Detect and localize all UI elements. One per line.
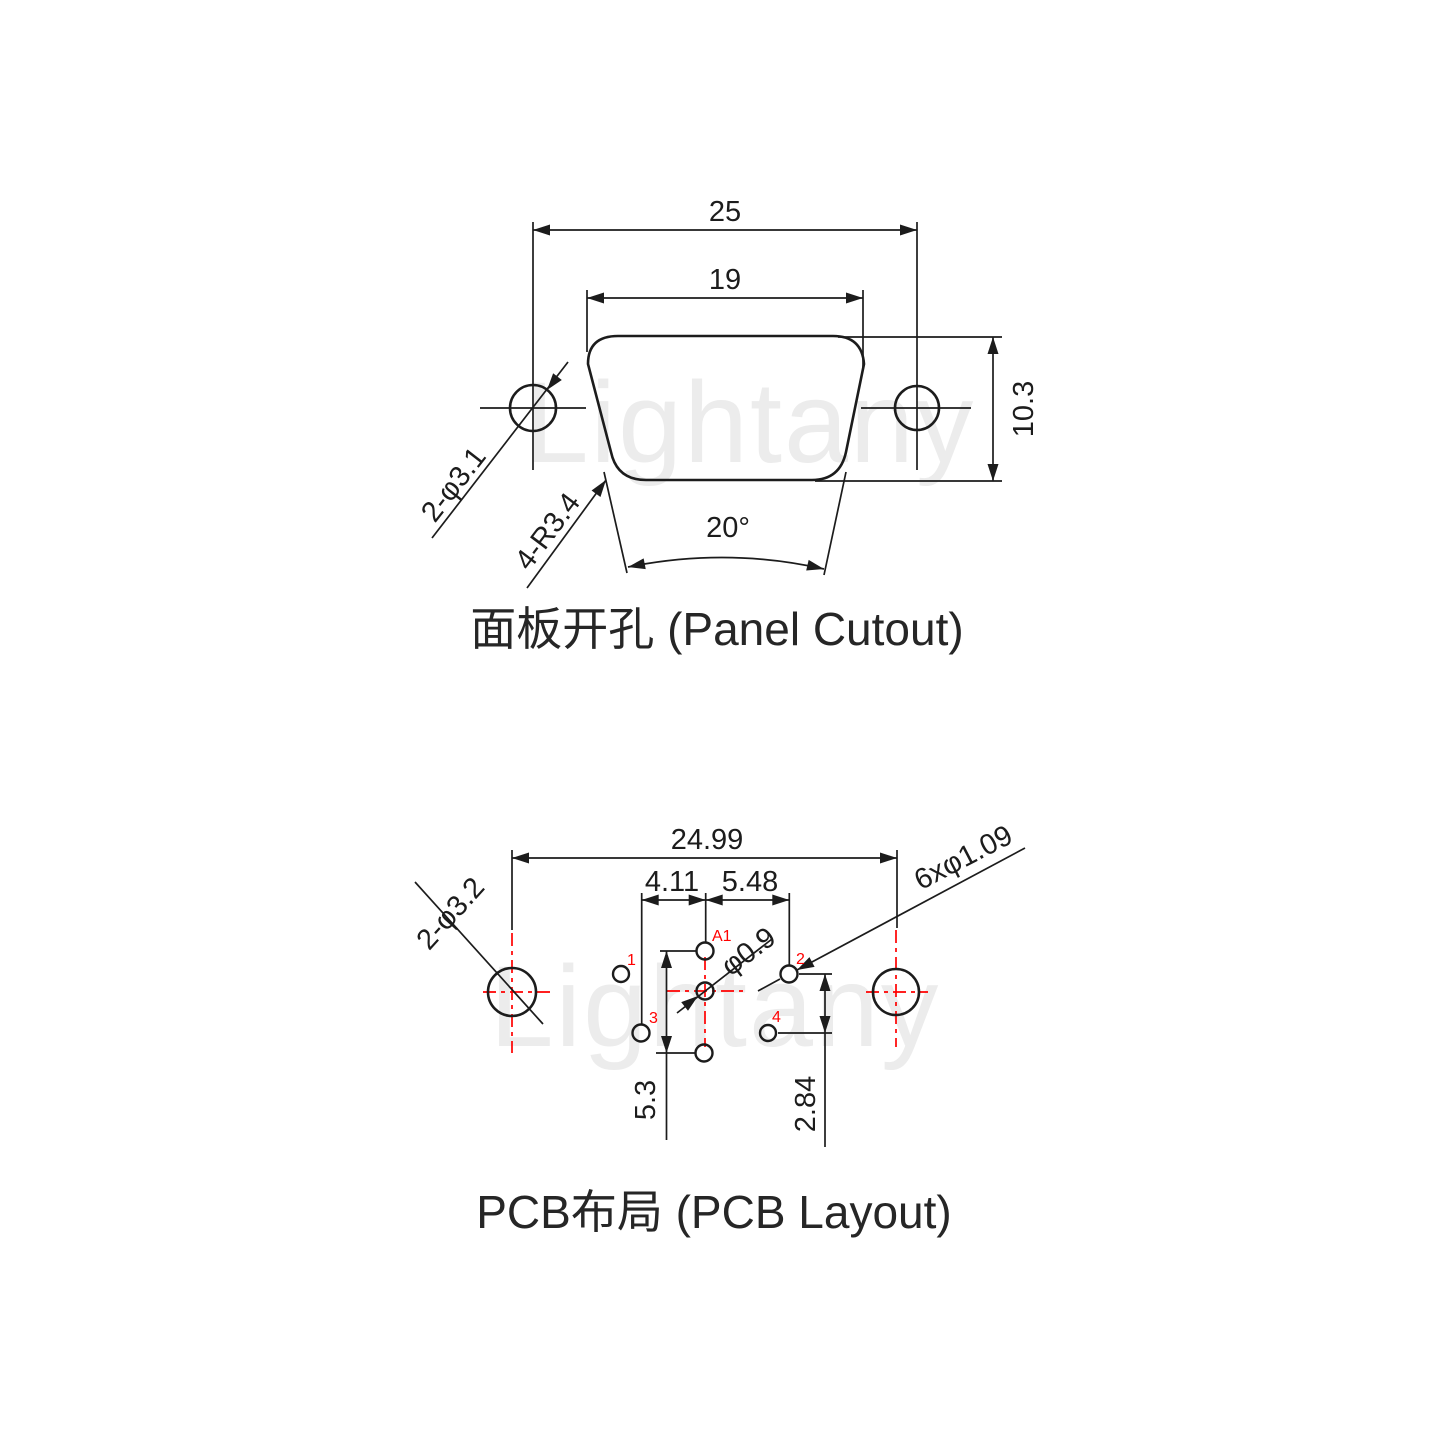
panel-cutout-caption: 面板开孔 (Panel Cutout) [470,603,963,655]
watermark-bottom: Lightany [490,943,941,1071]
pin-4-label: 4 [772,1009,781,1026]
arrowhead [819,974,831,991]
arrowhead [705,894,723,906]
pin-center [695,981,715,1001]
leader-line [431,361,569,539]
arrowhead [641,894,659,906]
pin-bottom [694,1043,714,1063]
mount-holes-label: 2-φ3.1 [415,441,492,528]
arrowhead [688,894,706,906]
arrowhead [819,1016,831,1033]
dim-19-label: 19 [709,264,741,296]
pin-2 [779,964,799,984]
dim-10-3-label: 10.3 [1008,381,1040,437]
angle-20-label: 20° [706,512,750,544]
arrowhead [628,558,646,570]
panel-cutout-drawing: Lightany 25 19 10.3 2-φ3.1 [415,196,1040,655]
pin-2-label: 2 [796,951,805,968]
arrowhead [681,996,698,1011]
leader-line [526,479,607,589]
corner-radius-label: 4-R3.4 [509,487,587,576]
dim-5-48-label: 5.48 [722,866,778,898]
pcb-layout-drawing: Lightany 24.99 4.11 5.48 2-φ3.2 [411,819,1026,1238]
arrowhead [533,224,550,236]
dsub-cutout-outline [586,334,866,482]
dim-5-3-label: 5.3 [630,1080,662,1120]
pin-3-label: 3 [649,1010,658,1027]
pin-3 [631,1023,651,1043]
arrowhead [880,852,897,864]
dim-25-label: 25 [709,196,741,228]
arrowhead [661,951,672,968]
pin-1-label: 1 [627,952,636,969]
arrowhead [987,337,999,354]
dim-24-99-label: 24.99 [671,824,744,856]
pin-a1-label: A1 [712,928,732,945]
angle-arc [627,556,825,570]
pcb-mount-hole-left [486,966,538,1018]
pcb-layout-caption: PCB布局 (PCB Layout) [476,1186,951,1238]
angle-extension-line [823,471,847,576]
arrowhead [900,224,917,236]
arrowhead [587,292,604,304]
arrowhead [797,957,815,970]
arrowhead [846,292,863,304]
mount-hole-left [508,383,558,433]
pin-1 [611,964,631,984]
leader-line [414,881,544,1025]
arrowhead [661,1036,672,1053]
leader-line [796,847,1026,971]
pin-holes-label: 6xφ1.09 [909,819,1018,896]
pin-4 [758,1023,778,1043]
pcb-mount-hole-right [871,967,921,1017]
arrowhead [591,480,606,497]
mount-hole-right [893,384,941,432]
dim-2-84-label: 2.84 [790,1076,822,1132]
angle-extension-line [603,471,628,574]
pcb-mount-holes-label: 2-φ3.2 [411,872,492,957]
watermark-top: Lightany [525,359,976,487]
pin-a1 [695,941,715,961]
arrowhead [987,464,999,481]
arrowhead [806,559,824,571]
leader-tail [757,978,781,992]
arrowhead [547,373,562,390]
dim-4-11-label: 4.11 [645,866,699,898]
arrowhead [772,894,790,906]
arrowhead [512,852,529,864]
